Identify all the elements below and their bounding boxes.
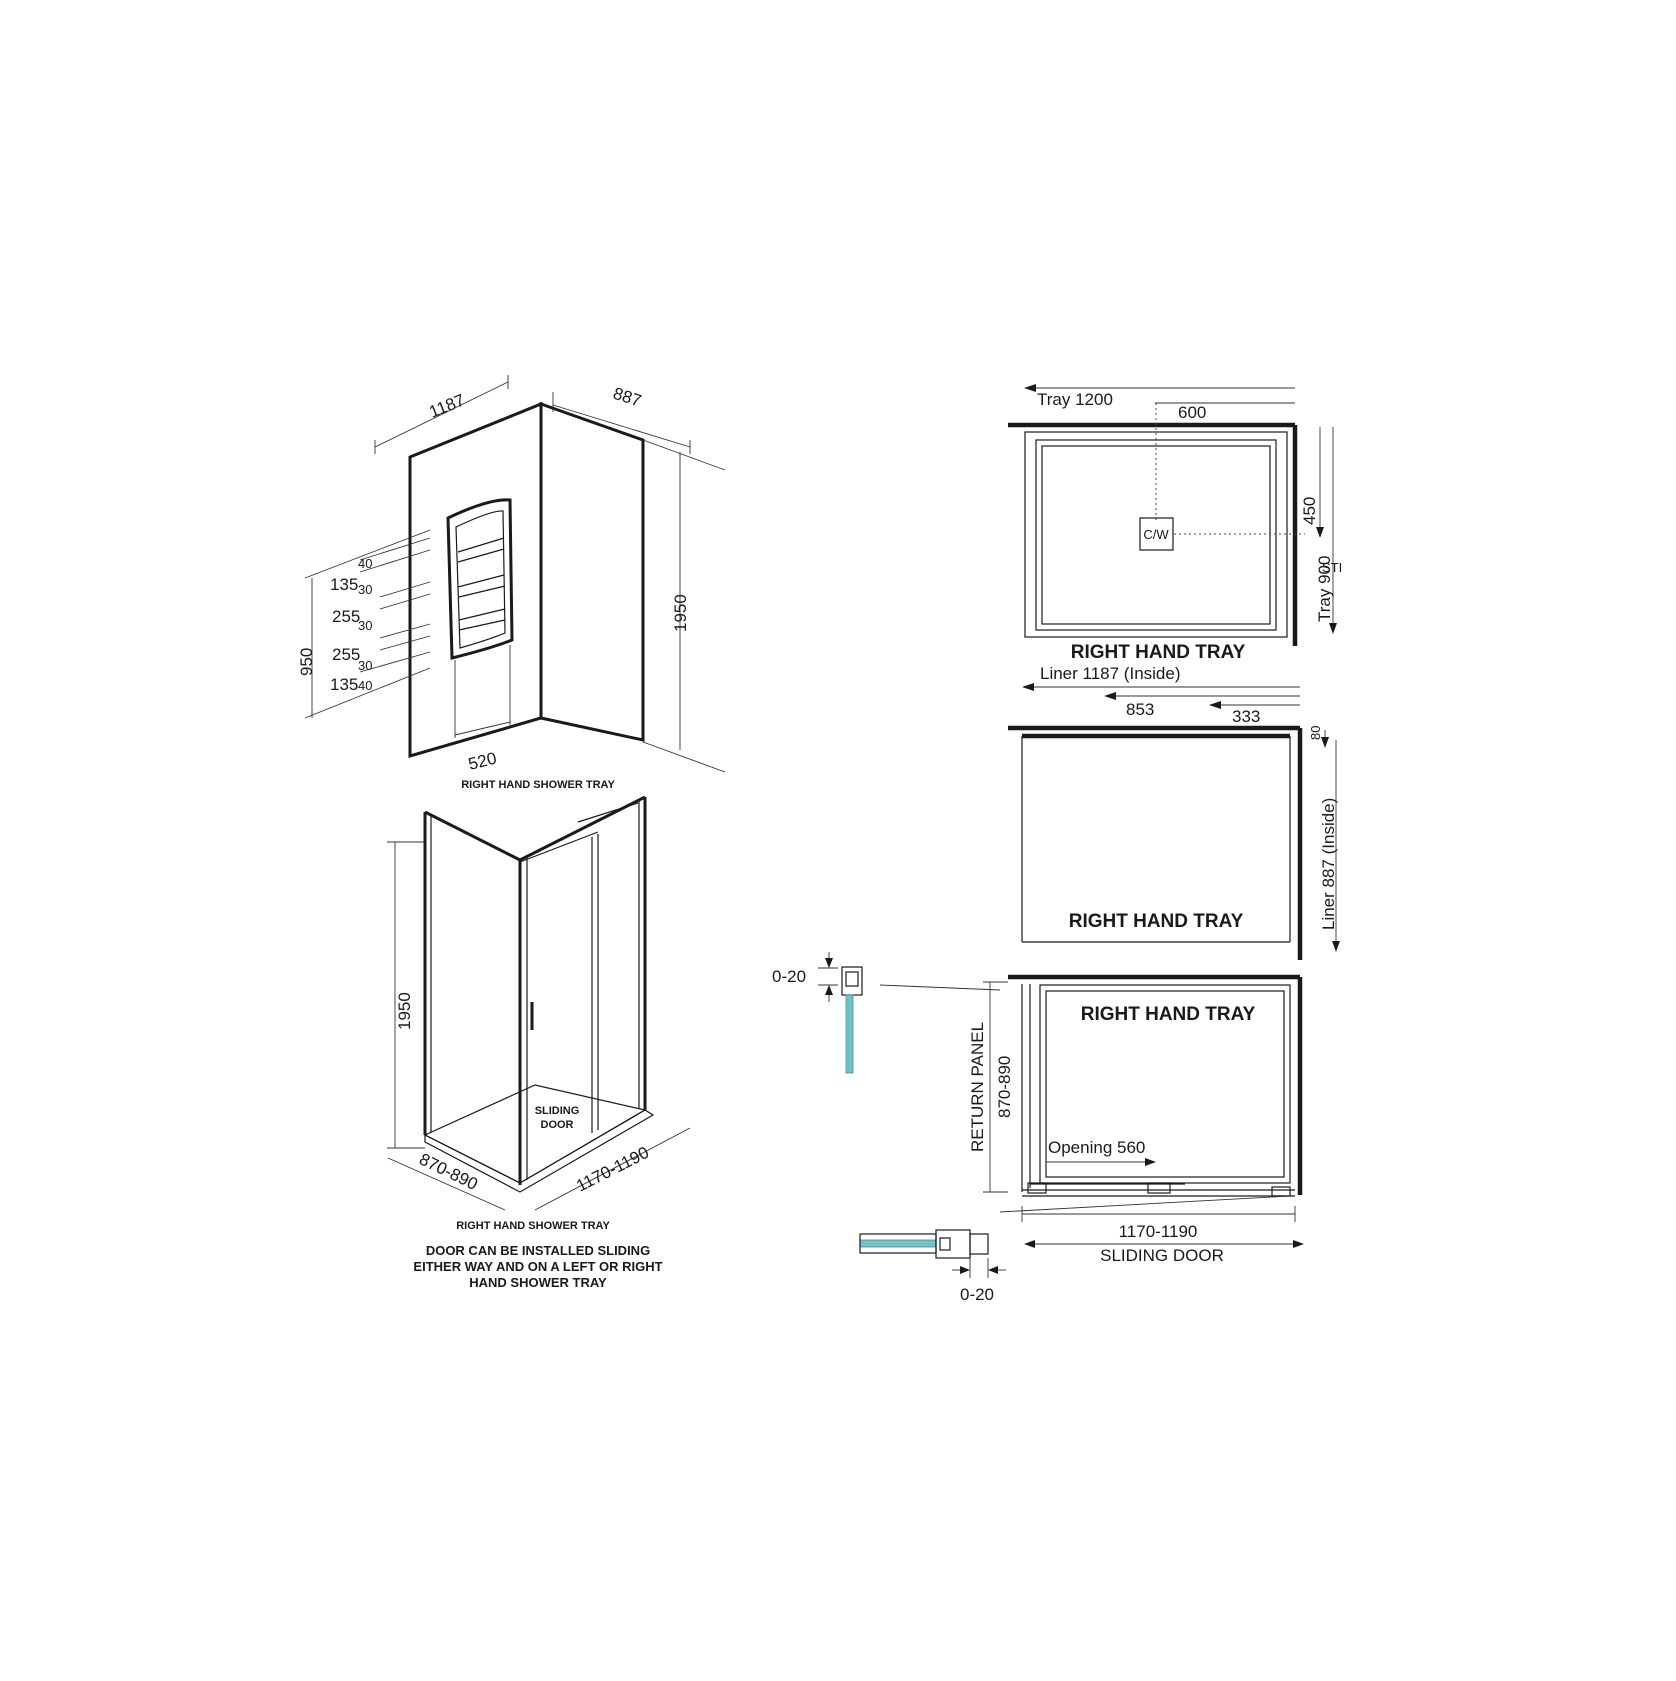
shelf-dim-6: 255 (332, 645, 360, 664)
liner-width-label: Liner 1187 (Inside) (1040, 664, 1181, 683)
wall-profile-bottom-detail (859, 1229, 1006, 1278)
sliding-door-label-2: DOOR (541, 1119, 574, 1131)
shelf-width-dimension: 520 (466, 749, 498, 774)
liner-plan (1008, 683, 1340, 960)
iso-width-dimension: 1187 (426, 390, 467, 421)
shelf-dim-4: 255 (332, 607, 360, 626)
tray-depth-label: Tray 900 (1315, 556, 1334, 622)
enclosure-depth-range: 870-890 (416, 1150, 480, 1194)
enclosure-height-dimension: 1950 (395, 992, 414, 1030)
shelf-dim-5: 30 (358, 618, 372, 633)
install-note-line-2: EITHER WAY AND ON A LEFT OR RIGHT (413, 1259, 662, 1274)
tray-plan-title: RIGHT HAND TRAY (1071, 642, 1246, 663)
enclosure-width-range: 1170-1190 (573, 1143, 652, 1196)
iso-depth-dimension: 887 (611, 384, 644, 411)
sliding-door-label: SLIDING DOOR (1100, 1246, 1224, 1265)
iso-height-dimension: 1950 (671, 594, 690, 632)
shelf-dim-8: 135 (330, 675, 358, 694)
liner-offset-333: 333 (1232, 707, 1260, 726)
tray-waste-offset-y: 450 (1300, 497, 1319, 525)
iso-top-caption: RIGHT HAND SHOWER TRAY (461, 779, 615, 791)
liner-offset-853: 853 (1126, 700, 1154, 719)
door-opening-label: Opening 560 (1048, 1138, 1145, 1157)
enclosure-plan-title: RIGHT HAND TRAY (1081, 1004, 1256, 1025)
shelf-dim-1: 40 (358, 556, 372, 571)
bottom-adjust-range: 0-20 (960, 1285, 994, 1304)
tray-plan (1008, 384, 1337, 646)
waste-cw-label: C/W (1143, 527, 1169, 542)
tray-width-label: Tray 1200 (1037, 390, 1113, 409)
enclosure-width-range-plan: 1170-1190 (1119, 1222, 1198, 1241)
enclosure-plan (879, 974, 1304, 1248)
shelf-dim-3: 30 (358, 582, 372, 597)
install-note-line-1: DOOR CAN BE INSTALLED SLIDING (426, 1243, 650, 1258)
install-note-line-3: HAND SHOWER TRAY (469, 1275, 607, 1290)
return-panel-label: RETURN PANEL (968, 1022, 987, 1152)
liner-plan-title: RIGHT HAND TRAY (1069, 911, 1244, 932)
corner-shelf-unit (446, 498, 514, 738)
wall-profile-top-detail (818, 952, 863, 1074)
tray-side-mark: STI (1322, 560, 1342, 575)
shelf-dim-2: 135 (330, 575, 358, 594)
iso-enclosure (387, 795, 691, 1211)
iso-wall-panels (304, 375, 726, 773)
liner-depth-label: Liner 887 (Inside) (1319, 798, 1338, 930)
shelf-dim-7: 30 (358, 658, 372, 673)
top-adjust-range: 0-20 (772, 967, 806, 986)
iso-bottom-caption: RIGHT HAND SHOWER TRAY (456, 1220, 610, 1232)
iso-left-height-dimension: 950 (297, 648, 316, 676)
return-panel-range: 870-890 (995, 1056, 1014, 1118)
shelf-dim-9: 40 (358, 678, 372, 693)
sliding-door-label-1: SLIDING (535, 1105, 580, 1117)
tray-waste-offset-x: 600 (1178, 403, 1206, 422)
liner-top-gap: 80 (1308, 726, 1323, 740)
